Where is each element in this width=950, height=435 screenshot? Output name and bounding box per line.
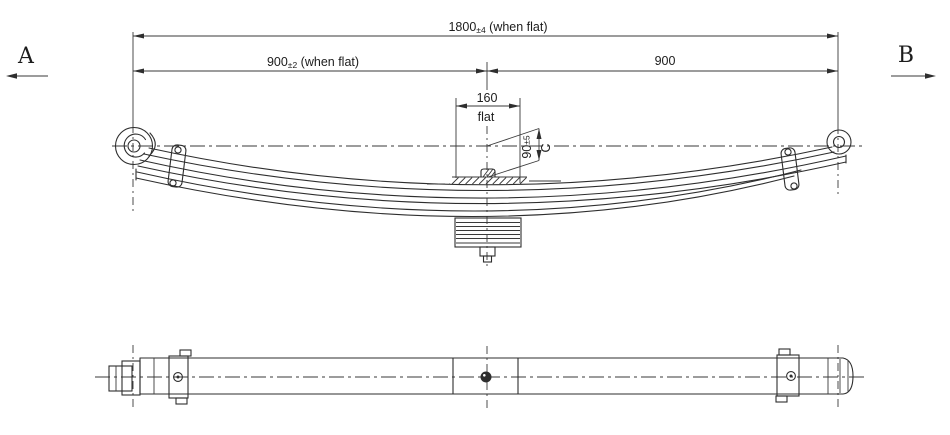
arrowhead-down bbox=[536, 150, 542, 161]
leaf-1-bottom bbox=[143, 151, 835, 192]
eye-wrap-arc bbox=[148, 132, 156, 157]
leaf-2-bottom bbox=[137, 161, 847, 205]
bottom-left-eye-end bbox=[108, 360, 141, 396]
dim-camber-letter: C bbox=[539, 143, 553, 152]
bottom-left-clip bbox=[168, 349, 192, 405]
stack-leaf-lines bbox=[456, 222, 520, 244]
dimension-overall-1800: 1800±4 (when flat) bbox=[133, 20, 838, 39]
side-view bbox=[112, 125, 866, 268]
center-bolt-highlight bbox=[483, 374, 486, 377]
eye-outer bbox=[826, 129, 852, 155]
dim-camber-label: 90±5 bbox=[520, 135, 534, 159]
bottom-center-seat bbox=[452, 357, 519, 395]
dim-seat-value: 160 bbox=[477, 91, 498, 105]
view-arrowhead-b bbox=[925, 73, 936, 79]
eye-outer bbox=[114, 126, 154, 166]
dim-left-half-label: 900±2 (when flat) bbox=[267, 55, 359, 70]
clip-tab-bottom bbox=[775, 395, 788, 403]
dimension-system: 1800±4 (when flat) 900±2 (when flat) 900… bbox=[132, 20, 839, 183]
clip-bolt-top bbox=[784, 148, 792, 156]
arrowhead-right bbox=[827, 68, 838, 74]
main-leaves bbox=[135, 146, 847, 218]
dim-right-half-label: 900 bbox=[655, 54, 676, 68]
right-clip bbox=[780, 147, 800, 191]
dimension-half-left-900: 900±2 (when flat) bbox=[133, 55, 487, 74]
clip-bolt-top bbox=[174, 146, 182, 154]
clip-tab-bottom bbox=[175, 397, 188, 405]
clip-rivet bbox=[786, 371, 796, 381]
arrowhead-left bbox=[133, 68, 144, 74]
bottom-right-eye-end bbox=[827, 357, 854, 395]
dimension-camber-90: 90±5 C bbox=[486, 128, 553, 178]
camber-slant-bottom bbox=[487, 160, 540, 178]
dimension-seat-160-flat: 160 flat bbox=[455, 91, 521, 183]
eye-hole bbox=[127, 139, 141, 153]
nut-tip bbox=[482, 255, 493, 263]
bottom-view bbox=[95, 345, 868, 410]
arrowhead-up bbox=[536, 128, 542, 139]
view-label-a: A bbox=[17, 44, 35, 69]
right-eye bbox=[826, 129, 852, 155]
leaf-1-top bbox=[148, 146, 833, 186]
dim-overall-label: 1800±4 (when flat) bbox=[448, 20, 547, 35]
eye-end-cap bbox=[835, 357, 854, 395]
camber-slant-top bbox=[486, 128, 540, 147]
left-eye bbox=[114, 126, 156, 166]
dimension-half-right-900: 900 bbox=[487, 54, 838, 74]
center-bolt-head bbox=[480, 168, 496, 178]
arrowhead-right bbox=[509, 103, 520, 109]
clip-rivet-center bbox=[176, 375, 180, 379]
arrowhead-right bbox=[476, 68, 487, 74]
center-bolt-head bbox=[480, 371, 492, 383]
clip-rivet-center bbox=[789, 374, 793, 378]
eye-curl-block bbox=[108, 365, 133, 392]
clip-tab-top bbox=[179, 349, 192, 357]
clip-band bbox=[167, 144, 187, 188]
view-marker-a: A bbox=[6, 44, 48, 79]
center-seat-hatch bbox=[427, 176, 561, 185]
eye-step-block bbox=[121, 360, 141, 396]
bolt-head-outline bbox=[480, 168, 496, 178]
clip-bolt-bottom bbox=[169, 179, 177, 187]
arrowhead-left bbox=[487, 68, 498, 74]
clip-bolt-bottom bbox=[790, 182, 798, 190]
leaf-2-top bbox=[139, 155, 847, 199]
leaf-3-bottom bbox=[135, 175, 795, 218]
hatch-strokes bbox=[451, 177, 527, 185]
clip-rivet bbox=[173, 372, 183, 382]
dim-seat-note: flat bbox=[478, 110, 495, 124]
leaf-stack bbox=[454, 217, 522, 248]
view-label-b: B bbox=[898, 43, 914, 68]
arrowhead-left bbox=[456, 103, 467, 109]
view-arrowhead-a bbox=[6, 73, 17, 79]
nut-body bbox=[479, 246, 496, 257]
arrowhead-left bbox=[133, 33, 144, 39]
left-clip bbox=[167, 144, 187, 188]
bottom-right-clip bbox=[775, 348, 800, 403]
arrowhead-right bbox=[827, 33, 838, 39]
bolt-head-hatch bbox=[482, 168, 496, 178]
eye-middle-arc bbox=[123, 133, 147, 158]
eye-hole bbox=[832, 135, 846, 149]
center-bolt-nut bbox=[479, 246, 496, 263]
leaf-3-top bbox=[136, 169, 802, 212]
clip-tab-top bbox=[778, 348, 791, 356]
clip-band bbox=[780, 147, 800, 191]
view-marker-b: B bbox=[891, 43, 936, 79]
